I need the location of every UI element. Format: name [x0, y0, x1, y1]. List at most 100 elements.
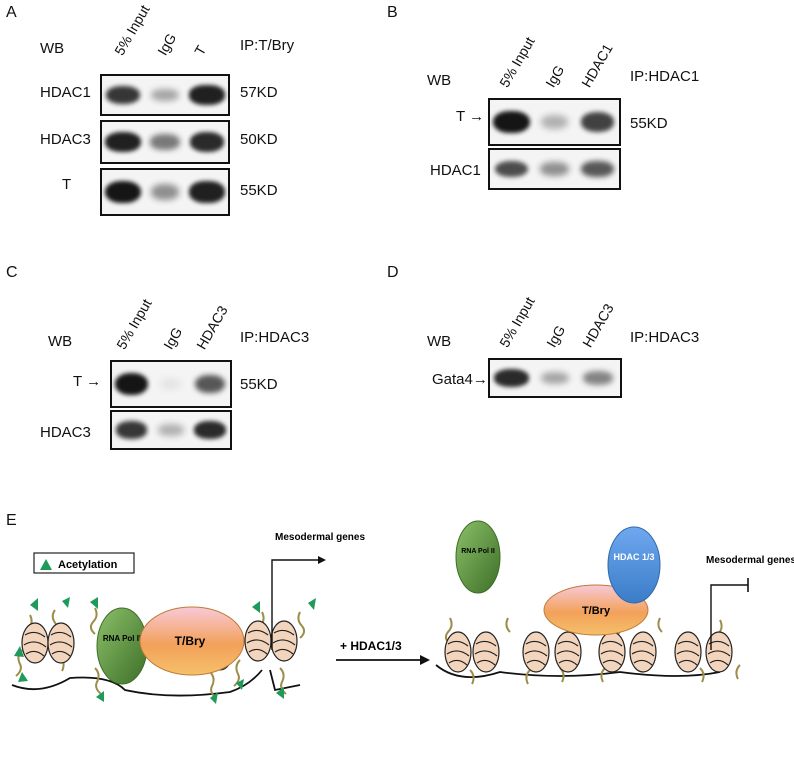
blot-band — [195, 374, 226, 394]
panel-d-letter: D — [387, 264, 399, 281]
panel-a-row3-size: 55KD — [240, 182, 278, 199]
panel-c-blot-1 — [110, 360, 232, 408]
blot-band — [194, 421, 227, 439]
nucleosome — [244, 620, 272, 662]
panel-b-wb-label: WB — [427, 72, 452, 89]
blot-band — [114, 372, 149, 396]
panel-d-blot-1 — [488, 358, 622, 398]
blot-band — [150, 184, 180, 200]
rna-pol-right-label: RNA Pol II — [461, 548, 495, 555]
panel-d-row1-label: Gata4→ — [432, 371, 488, 388]
panel-b-lane-ip: HDAC1 — [578, 40, 616, 90]
tbry-left-label: T/Bry — [175, 634, 206, 648]
dna-strand-left — [11, 669, 263, 697]
panel-c-row2-label: HDAC3 — [40, 424, 91, 441]
nucleosome — [522, 631, 550, 673]
panel-c-lane-igg: IgG — [160, 324, 186, 352]
panel-a-row1-label: HDAC1 — [40, 84, 91, 101]
blot-band — [540, 372, 570, 384]
nucleosome — [444, 631, 472, 673]
panel-a-row2-size: 50KD — [240, 131, 278, 148]
nucleosome — [47, 622, 75, 664]
acetyl-marks-left — [14, 597, 316, 704]
nucleosome — [21, 622, 49, 664]
panel-a-row1-size: 57KD — [240, 84, 278, 101]
legend-label: Acetylation — [58, 559, 118, 571]
panel-b-blot-1 — [488, 98, 621, 146]
panel-d-lane-ip: HDAC3 — [579, 300, 617, 350]
panel-a-lane-ip: T — [191, 42, 210, 58]
blot-band — [539, 162, 570, 176]
panel-b-row1-label: T → — [456, 108, 484, 125]
blot-band — [494, 160, 529, 178]
panel-d-row1-label-text: Gata4 — [432, 371, 473, 388]
panel-a-blot-3 — [100, 168, 230, 216]
blot-band — [151, 88, 179, 102]
left-genes-label: Mesodermal genes — [275, 532, 365, 543]
panel-b-blot-2 — [488, 148, 621, 190]
panel-c-wb-label: WB — [48, 333, 73, 350]
nucleosome — [629, 631, 657, 673]
nucleosome — [674, 631, 702, 673]
panel-d-lane-input: 5% Input — [496, 294, 538, 350]
nucleosome — [598, 631, 626, 673]
transition-label: + HDAC1/3 — [340, 639, 402, 653]
rna-pol-ii-right — [455, 520, 501, 594]
panel-a-lane-input: 5% Input — [111, 2, 153, 58]
legend-box — [33, 552, 135, 574]
panel-b-row1-label-text: T — [456, 108, 465, 125]
panel-c-row1-label-text: T — [73, 373, 82, 390]
rna-pol-left-label: RNA Pol II — [103, 634, 141, 643]
panel-c-letter: C — [6, 264, 18, 281]
panel-a-wb-label: WB — [40, 40, 65, 57]
panel-b-lane-input: 5% Input — [496, 34, 538, 90]
blot-band — [580, 111, 615, 133]
hdac-label: HDAC 1/3 — [613, 552, 654, 562]
blot-band — [493, 369, 530, 387]
panel-e-schematic: Acetylation RNA Pol II T/B — [11, 520, 794, 704]
right-genes-label: Mesodermal genes — [706, 555, 794, 566]
panel-d-lane-igg: IgG — [543, 322, 569, 350]
panel-c-lane-input: 5% Input — [113, 296, 155, 352]
panel-a-ip-label: IP:T/Bry — [240, 37, 295, 54]
arrow-right-icon: → — [86, 373, 102, 390]
blot-band — [493, 110, 530, 134]
blot-band — [158, 424, 184, 436]
panel-b-ip-label: IP:HDAC1 — [630, 68, 700, 85]
panel-c-row1-label: T → — [73, 373, 101, 390]
panel-e-letter: E — [6, 512, 17, 529]
arrow-right-icon — [420, 655, 430, 665]
panel-c-blot-2 — [110, 410, 232, 450]
blot-band — [581, 160, 614, 178]
panel-a-lane-igg: IgG — [154, 30, 180, 58]
dna-strand-right — [435, 664, 721, 678]
tbry-right-label: T/Bry — [582, 605, 611, 617]
nucleosome — [270, 620, 298, 662]
panel-a-blot-2 — [100, 120, 230, 164]
panel-d-wb-label: WB — [427, 333, 452, 350]
panel-c-row1-size: 55KD — [240, 376, 278, 393]
acetylation-icon — [40, 559, 52, 570]
blot-band — [149, 134, 180, 150]
panel-b-lane-igg: IgG — [542, 62, 568, 90]
panel-c-ip-label: IP:HDAC3 — [240, 329, 310, 346]
blot-band — [189, 132, 225, 152]
rna-pol-ii-left — [96, 607, 148, 685]
panel-c-lane-ip: HDAC3 — [193, 302, 231, 352]
panel-a-row3-label: T — [62, 176, 72, 193]
tbry-left — [139, 606, 245, 676]
panel-a-blot-1 — [100, 74, 230, 116]
blot-band — [105, 131, 141, 153]
panel-b-letter: B — [387, 4, 398, 21]
blot-band — [115, 421, 148, 439]
arrow-right-icon: → — [469, 108, 485, 125]
nucleosome — [705, 631, 733, 673]
nucleosome — [554, 631, 582, 673]
hdac-complex — [607, 526, 661, 604]
panel-a-letter: A — [6, 4, 17, 21]
panel-a-row2-label: HDAC3 — [40, 131, 91, 148]
blot-band — [189, 85, 225, 105]
panel-b-row2-label: HDAC1 — [430, 162, 481, 179]
panel-b-row1-size: 55KD — [630, 115, 668, 132]
blot-band — [159, 378, 183, 390]
